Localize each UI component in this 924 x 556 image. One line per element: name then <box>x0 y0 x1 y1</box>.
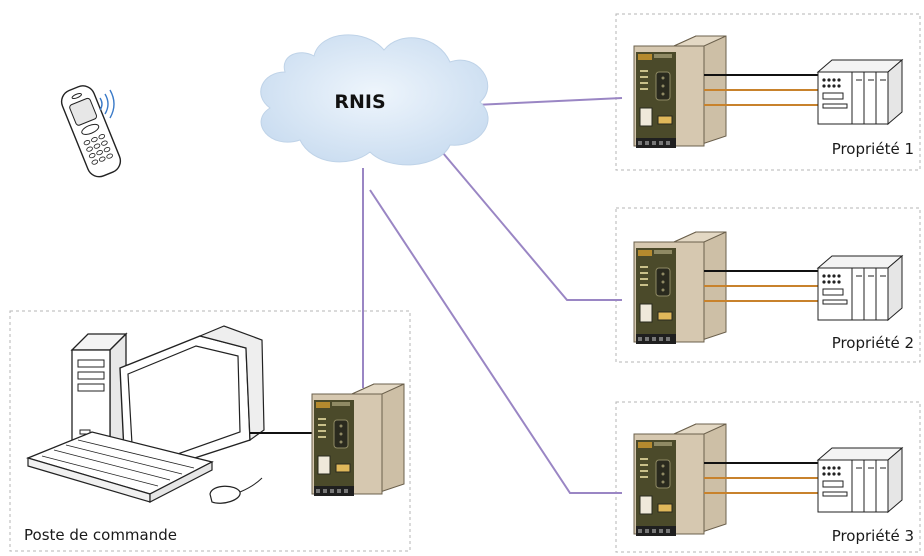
property-3-modem-icon <box>633 423 727 537</box>
property-1-cables <box>704 74 822 106</box>
control-station-label: Poste de commande <box>24 526 177 544</box>
property-2-label: Propriété 2 <box>832 334 914 352</box>
property-3-frame <box>615 401 921 553</box>
property-2-equipment <box>633 231 903 345</box>
control-station-modem-icon <box>311 383 405 497</box>
property-2-frame <box>615 207 921 363</box>
isdn-links <box>362 97 623 494</box>
property-3-equipment <box>633 423 903 537</box>
desktop-computer-icon <box>26 325 265 504</box>
property-3-label: Propriété 3 <box>832 527 914 545</box>
link-property-2 <box>431 139 622 301</box>
property-1-modem-icon <box>633 35 727 149</box>
property-frames <box>9 13 921 553</box>
property-1-label: Propriété 1 <box>832 140 914 158</box>
property-1-plc-icon <box>817 59 903 125</box>
property-1-frame <box>615 13 921 171</box>
property-2-cables <box>704 270 822 302</box>
property-2-plc-icon <box>817 255 903 321</box>
isdn-cloud-icon <box>260 34 489 166</box>
link-property-1 <box>474 97 623 106</box>
property-2-modem-icon <box>633 231 727 345</box>
control-station-frame <box>9 310 411 552</box>
mobile-phone-icon <box>60 85 122 178</box>
property-3-plc-icon <box>817 447 903 513</box>
property-3-cables <box>704 462 822 494</box>
network-label: RNIS <box>334 91 385 113</box>
link-property-3 <box>369 189 622 494</box>
signal-waves-icon <box>99 89 115 119</box>
property-1-equipment <box>633 35 903 149</box>
